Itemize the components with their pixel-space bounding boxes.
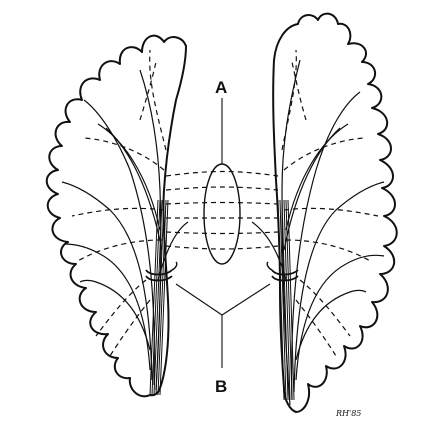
artist-signature: RH'85: [335, 409, 361, 418]
label-b-leaders: [176, 284, 270, 368]
label-a: A: [215, 78, 227, 97]
corpus-callosum-fibers: [166, 172, 278, 250]
label-b: B: [215, 377, 227, 396]
